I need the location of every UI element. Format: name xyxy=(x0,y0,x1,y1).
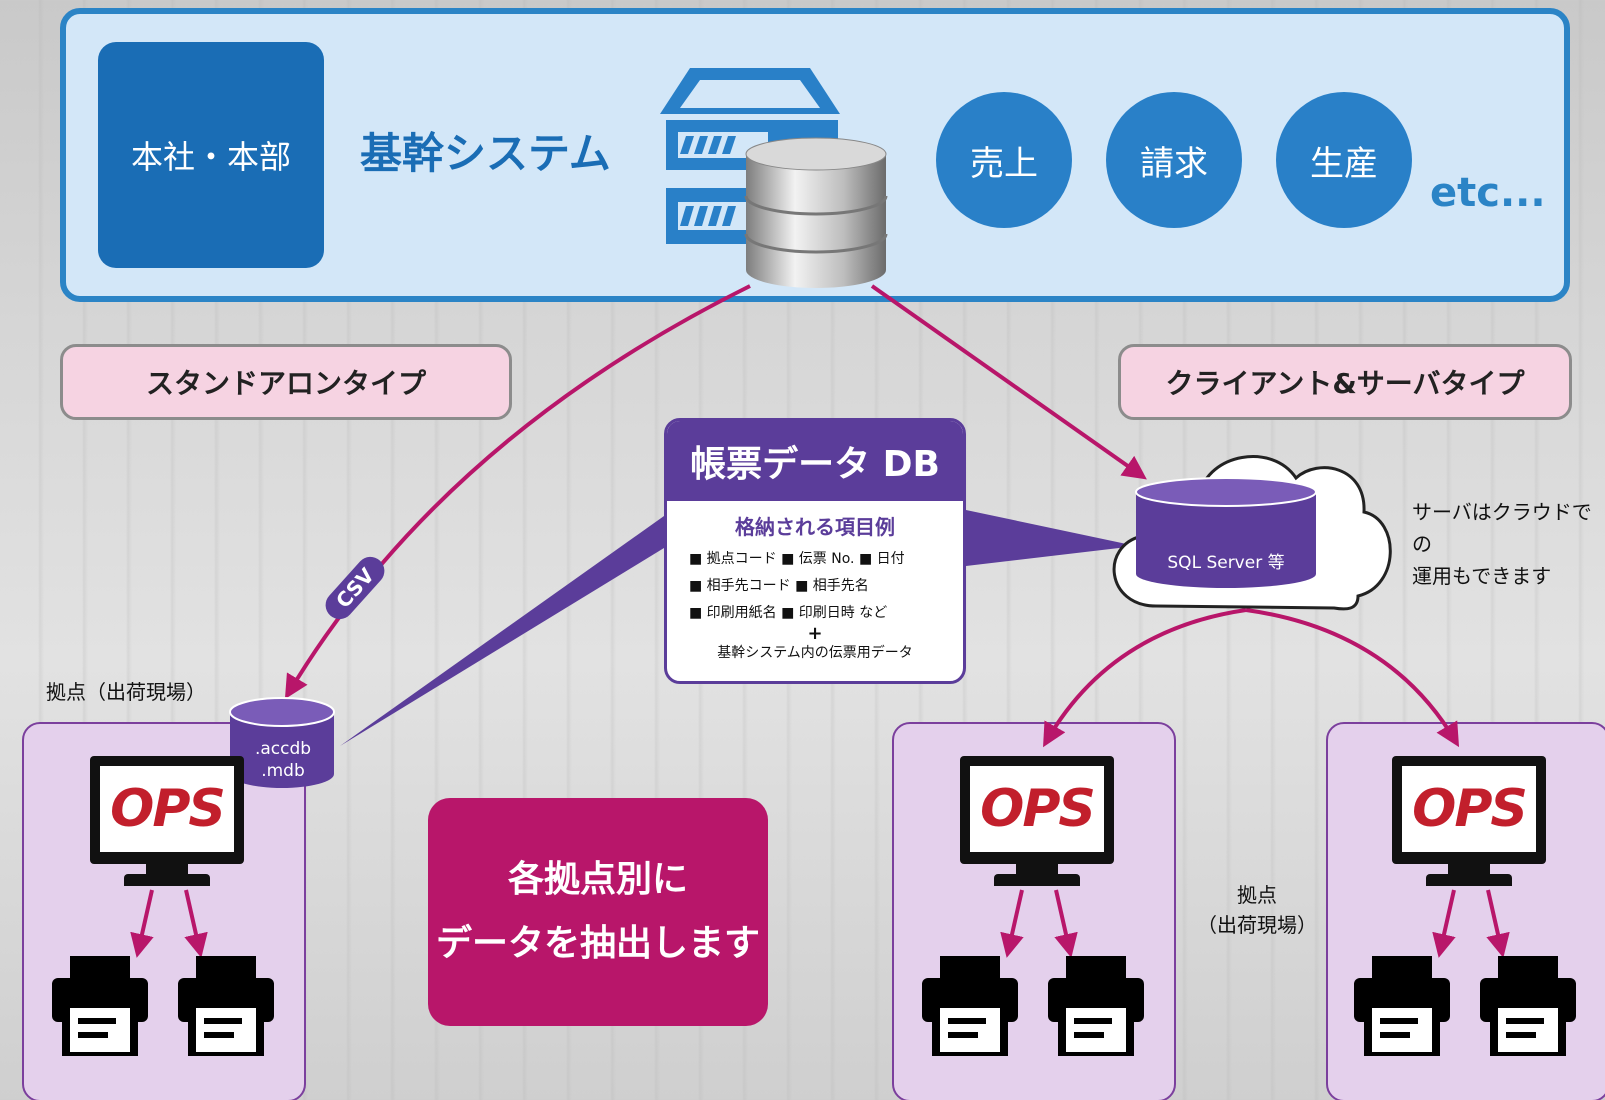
module-sales: 売上 xyxy=(936,92,1072,228)
module-billing: 請求 xyxy=(1106,92,1242,228)
form-data-db-card: 帳票データ DB 格納される項目例 ■ 拠点コード ■ 伝票 No. ■ 日付 … xyxy=(664,418,966,684)
db-item-line: 基幹システム内の伝票用データ xyxy=(717,645,913,661)
ops-logo: OPS xyxy=(110,779,226,839)
printer-icons-right xyxy=(1354,956,1576,1056)
client-server-type-label: クライアント&サーバタイプ xyxy=(1118,344,1572,420)
local-db-label: .accdb .mdb xyxy=(254,739,312,781)
cloud-icon xyxy=(1112,455,1392,611)
ops-monitor-mid: OPS xyxy=(960,756,1114,886)
printer-icon xyxy=(1048,956,1144,1056)
printer-icon xyxy=(922,956,1018,1056)
hq-box: 本社・本部 xyxy=(98,42,324,268)
db-card-title: 帳票データ DB xyxy=(667,421,963,501)
printer-icons-left xyxy=(52,956,274,1056)
hq-label: 本社・本部 xyxy=(130,138,291,176)
cloud-note: サーバはクラウドでの 運用もできます xyxy=(1412,500,1592,588)
printer-icon xyxy=(178,956,274,1056)
server-label: SQL Server 等 xyxy=(1167,553,1285,573)
printer-icon xyxy=(52,956,148,1056)
site-mid-label: 拠点 （出荷現場） xyxy=(1197,883,1317,937)
db-card-subtitle: 格納される項目例 xyxy=(735,515,895,539)
database-icon xyxy=(744,137,888,288)
ops-logo: OPS xyxy=(1412,779,1528,839)
local-database-icon xyxy=(229,697,335,788)
module-production: 生産 xyxy=(1276,92,1412,228)
ops-monitor-left: OPS xyxy=(90,756,244,886)
db-plus-sign: + xyxy=(807,623,823,644)
site-left-label: 拠点（出荷現場） xyxy=(46,680,206,704)
etc-label: etc... xyxy=(1430,170,1546,216)
printer-icon xyxy=(1354,956,1450,1056)
db-item-line: ■ 相手先コード ■ 相手先名 xyxy=(689,578,869,594)
printer-icons-mid xyxy=(922,956,1144,1056)
standalone-type-label: スタンドアロンタイプ xyxy=(60,344,512,420)
printer-icon xyxy=(1480,956,1576,1056)
core-system-title: 基幹システム xyxy=(360,129,611,178)
db-item-line: ■ 拠点コード ■ 伝票 No. ■ 日付 xyxy=(689,551,905,567)
db-item-line: ■ 印刷用紙名 ■ 印刷日時 など xyxy=(689,605,888,621)
ops-monitor-right: OPS xyxy=(1392,756,1546,886)
extract-per-site-box: 各拠点別に データを抽出します xyxy=(428,798,768,1026)
ops-logo: OPS xyxy=(980,779,1096,839)
